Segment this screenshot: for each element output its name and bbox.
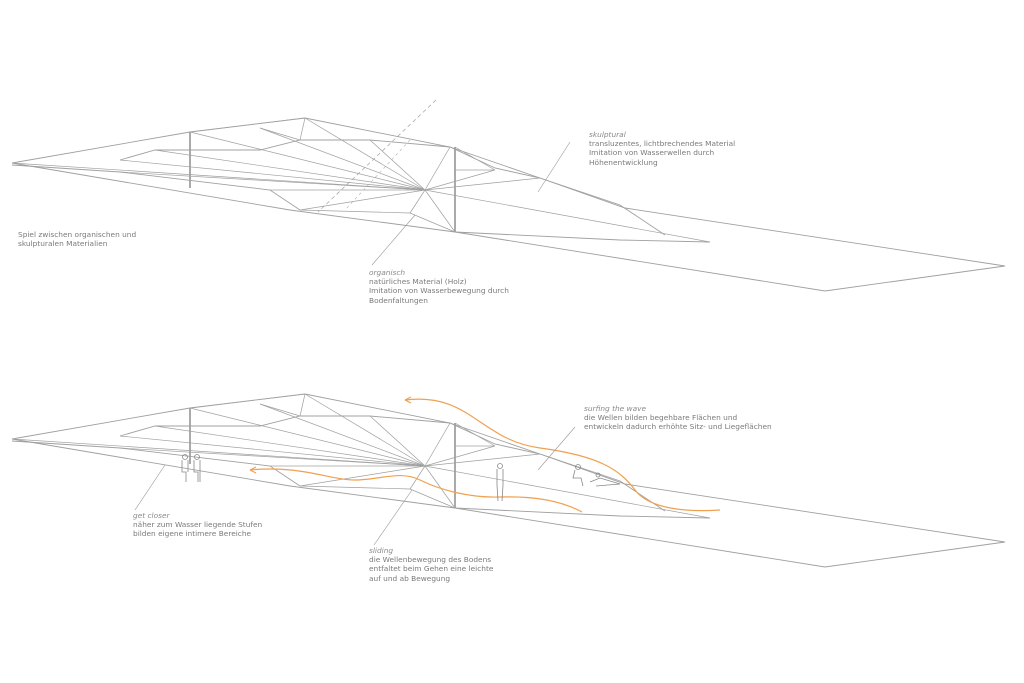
label-line: Höhenentwicklung (589, 157, 658, 167)
arrow-head-icon (249, 466, 257, 474)
top-platform-drawing (11, 99, 1006, 292)
skulptural-label: skulptural transluzentes, lichtbrechende… (589, 130, 735, 167)
label-line: Imitation von Wasserbewegung durch (369, 286, 509, 296)
leader-sliding (373, 489, 413, 546)
label-title: get closer (133, 511, 170, 520)
lying-people-figure (572, 464, 621, 487)
wave-flow-curve-lower (249, 468, 583, 513)
sliding-label: sliding die Wellenbewegung des Bodens en… (369, 546, 493, 583)
label-line: entwickeln dadurch erhöhte Sitz- und Lie… (584, 422, 772, 432)
label-line: entfaltet beim Gehen eine leichte (369, 564, 494, 574)
label-line: auf und ab Bewegung (369, 573, 451, 583)
label-line: bilden eigene intimere Bereiche (133, 529, 252, 539)
bottom-platform-drawing (11, 393, 1006, 568)
intro-line: Spiel zwischen organischen und (18, 230, 137, 239)
light-ray-dashed (317, 99, 437, 213)
intro-label: Spiel zwischen organischen und skulptura… (18, 230, 136, 248)
label-line: transluzentes, lichtbrechendes Material (589, 139, 736, 149)
leader-skulptural (537, 141, 571, 193)
wave-flow-curve-upper (404, 398, 721, 512)
label-title: organisch (369, 268, 406, 277)
label-line: natürliches Material (Holz) (369, 277, 467, 287)
label-line: Imitation von Wasserwellen durch (589, 148, 715, 158)
leader-surfing (537, 426, 576, 471)
leader-organisch (371, 214, 416, 266)
standing-person-figure (496, 463, 504, 502)
intro-line: skulpturalen Materialien (18, 239, 108, 249)
label-title: surfing the wave (584, 404, 647, 413)
surfing-label: surfing the wave die Wellen bilden begeh… (584, 404, 772, 432)
label-title: skulptural (589, 130, 626, 139)
label-line: die Wellen bilden begehbare Flächen und (584, 413, 738, 423)
label-line: Bodenfaltungen (369, 295, 428, 305)
organisch-label: organisch natürliches Material (Holz) Im… (369, 268, 509, 305)
people-figures (181, 454, 621, 502)
light-ray-dashed-2 (344, 139, 411, 211)
label-line: die Wellenbewegung des Bodens (369, 555, 492, 565)
label-title: sliding (369, 546, 394, 555)
label-line: näher zum Wasser liegende Stufen (133, 520, 263, 530)
arrow-head-icon (404, 396, 412, 404)
closer-label: get closer näher zum Wasser liegende Stu… (133, 511, 262, 539)
seated-people-figure (181, 454, 201, 482)
leader-closer (134, 464, 166, 511)
